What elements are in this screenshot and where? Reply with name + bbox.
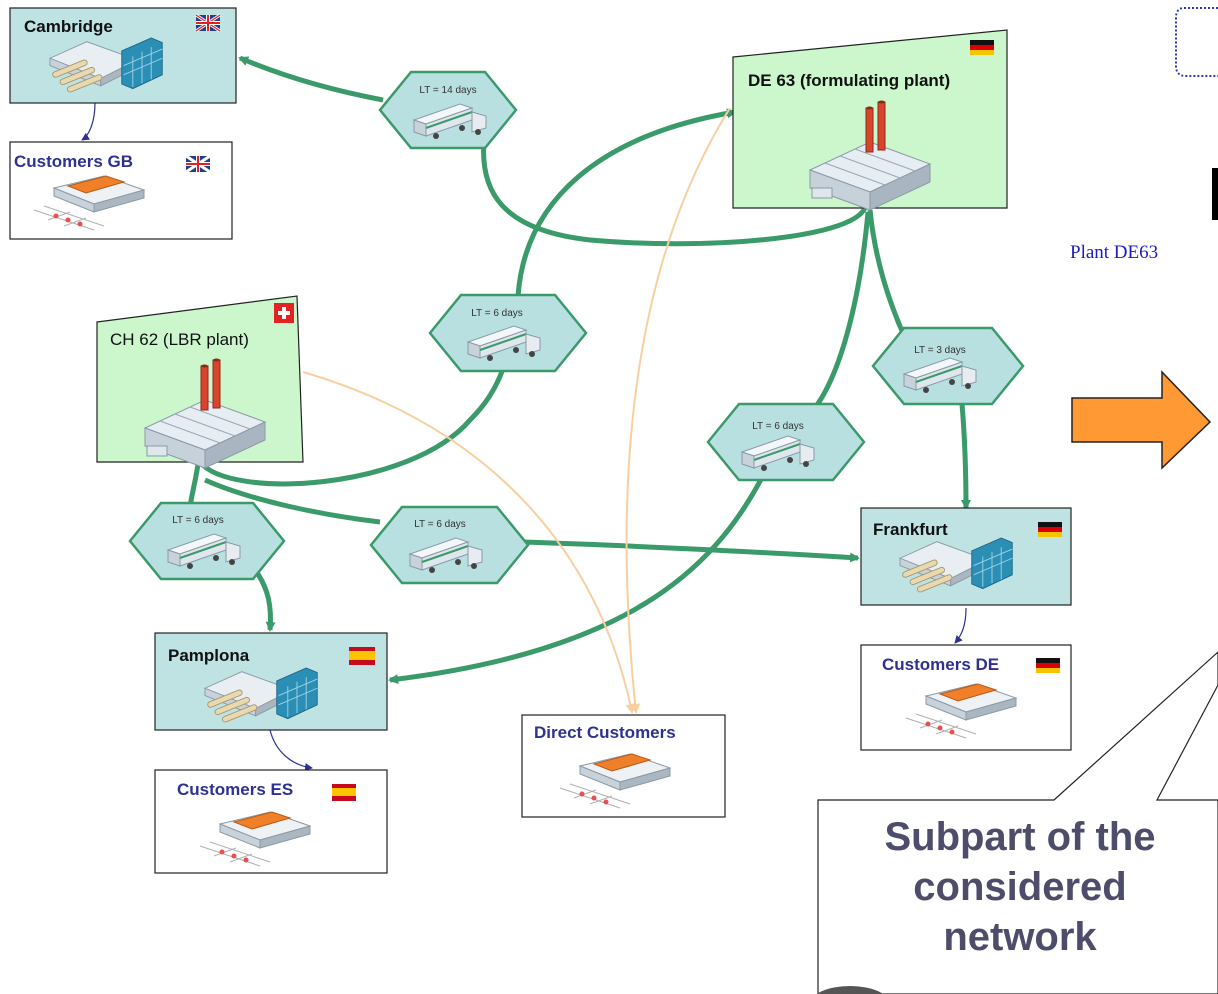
hex-de63-cambridge[interactable]: LT = 14 days xyxy=(378,70,518,150)
spain-flag-icon xyxy=(332,784,356,801)
lead-time-label: LT = 6 days xyxy=(172,515,224,526)
hex-ch62-de63[interactable]: LT = 6 days xyxy=(428,293,588,373)
route-ch62-frankfurt-upper xyxy=(203,477,381,525)
route-de63-cambridge xyxy=(481,139,868,247)
route-de63-cambridge-arrow xyxy=(238,55,384,103)
callout-line-2: considered xyxy=(913,865,1127,909)
node-customers-es[interactable]: Customers ES xyxy=(154,769,388,874)
callout-shape xyxy=(817,651,1218,994)
orange-arrow-icon xyxy=(1071,370,1212,470)
lead-time-label: LT = 6 days xyxy=(752,421,804,432)
lead-time-label: LT = 6 days xyxy=(414,519,466,530)
germany-flag-icon xyxy=(970,40,994,55)
spain-flag-icon xyxy=(349,647,375,665)
customers-es-label: Customers ES xyxy=(177,780,293,799)
customers-gb-label: Customers GB xyxy=(14,152,133,171)
lead-time-label: LT = 6 days xyxy=(471,308,523,319)
hex-de63-pamplona[interactable]: LT = 6 days xyxy=(706,402,866,482)
route-de63-frankfurt-lower xyxy=(959,403,971,510)
node-frankfurt[interactable]: Frankfurt xyxy=(860,507,1072,606)
ch62-label: CH 62 (LBR plant) xyxy=(110,330,249,349)
hex-ch62-frankfurt[interactable]: LT = 6 days xyxy=(369,505,530,585)
node-de63[interactable]: DE 63 (formulating plant) xyxy=(732,29,1008,211)
flow-de63-direct-customers xyxy=(625,107,731,714)
node-direct-customers[interactable]: Direct Customers xyxy=(521,714,726,818)
dark-bar xyxy=(1212,168,1218,220)
uk-flag-icon xyxy=(185,154,211,174)
node-customers-gb[interactable]: Customers GB xyxy=(9,141,233,240)
route-de63-frankfurt-upper xyxy=(867,209,909,342)
link-frankfurt-customers xyxy=(954,607,967,644)
node-cambridge[interactable]: Cambridge xyxy=(9,7,237,104)
node-customers-de[interactable]: Customers DE xyxy=(860,644,1072,751)
callout-text: Subpart of the considered network xyxy=(830,812,1210,962)
callout-line-3: network xyxy=(943,915,1097,959)
lead-time-label: LT = 14 days xyxy=(419,85,476,96)
dotted-frame xyxy=(1175,7,1218,77)
uk-flag-icon xyxy=(195,13,221,33)
germany-flag-icon xyxy=(1038,522,1062,537)
link-cambridge-customers xyxy=(81,102,96,141)
direct-customers-label: Direct Customers xyxy=(534,723,676,742)
plant-de63-label: Plant DE63 xyxy=(1070,242,1159,263)
lead-time-label: LT = 3 days xyxy=(914,345,966,356)
germany-flag-icon xyxy=(1036,658,1060,673)
frankfurt-label: Frankfurt xyxy=(873,520,948,539)
route-ch62-pamplona-lower xyxy=(255,572,276,632)
callout-line-1: Subpart of the xyxy=(884,815,1156,859)
route-ch62-de63-upper xyxy=(515,108,737,297)
callout-decoration xyxy=(816,986,884,994)
hex-ch62-pamplona[interactable]: LT = 6 days xyxy=(128,501,286,581)
flow-ch62-direct-customers xyxy=(302,371,636,714)
swiss-flag-icon xyxy=(274,303,294,323)
cambridge-label: Cambridge xyxy=(24,17,113,36)
link-pamplona-customers xyxy=(269,729,313,772)
pamplona-label: Pamplona xyxy=(168,646,250,665)
node-pamplona[interactable]: Pamplona xyxy=(154,632,388,731)
route-ch62-frankfurt-lower xyxy=(521,539,860,563)
de63-label: DE 63 (formulating plant) xyxy=(748,71,950,90)
node-ch62[interactable]: CH 62 (LBR plant) xyxy=(96,295,304,469)
route-de63-pamplona-lower xyxy=(388,468,769,685)
hex-de63-frankfurt[interactable]: LT = 3 days xyxy=(871,326,1025,406)
customers-de-label: Customers DE xyxy=(882,655,999,674)
route-de63-pamplona-upper xyxy=(808,211,871,416)
